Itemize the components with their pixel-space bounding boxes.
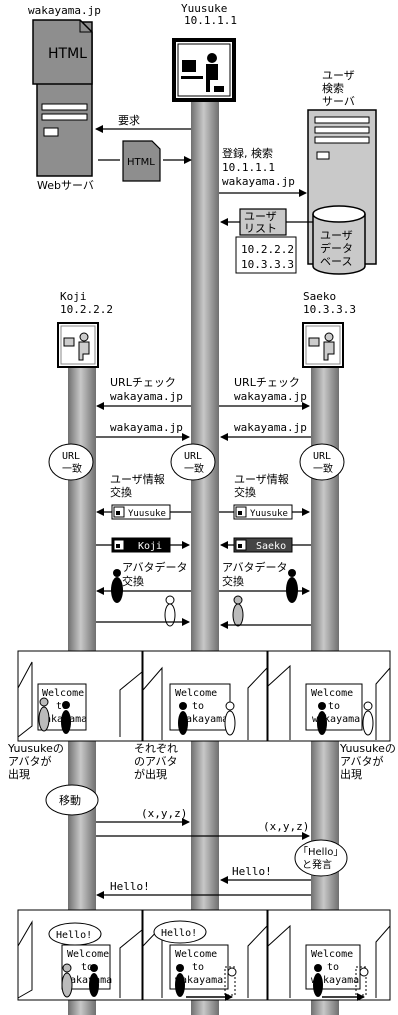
userinfo-left-l1: ユーザ情報 (110, 473, 165, 486)
xyz-label-2: (x,y,z) (263, 820, 309, 833)
avatar-right-l1: アバタデータ (222, 560, 288, 574)
webserver-doc-label: HTML (48, 46, 87, 62)
url-match-koji-l1: URL (62, 451, 80, 462)
ip-list-2: 10.3.3.3 (241, 258, 294, 271)
yuusuke-user-icon (174, 40, 234, 100)
card-yuusuke-left-text: Yuusuke (128, 509, 166, 519)
scene2-p1-welcome: Welcome (67, 949, 109, 960)
domain-left-1: wakayama.jp (110, 390, 183, 403)
card-yuusuke-left: Yuusuke (112, 505, 170, 519)
saeko-ip: 10.3.3.3 (303, 303, 356, 316)
domain-right-1: wakayama.jp (234, 390, 307, 403)
bubble-hello-2: Hello! (161, 928, 197, 939)
scene1-p3-to: to (328, 701, 340, 712)
cap-mid-l2: のアバタ (134, 755, 178, 768)
userinfo-right-l2: 交換 (234, 485, 256, 499)
request-label: 要求 (118, 114, 140, 127)
avatar-right-l2: 交換 (222, 574, 244, 588)
saeko-name: Saeko (303, 290, 336, 303)
domain-left-2: wakayama.jp (110, 421, 183, 434)
webserver-icon (33, 20, 92, 176)
avatar-dark-right (286, 569, 298, 603)
koji-ip: 10.2.2.2 (60, 303, 113, 316)
cap-mid-l3: が出現 (134, 767, 167, 781)
url-match-yuusuke-l1: URL (184, 451, 202, 462)
search-server-l3: サーバ (322, 95, 355, 108)
koji-user-icon (58, 323, 98, 367)
url-match-saeko: URL 一致 (300, 444, 344, 480)
register-l1: 登録, 検索 (222, 146, 273, 160)
userinfo-left-l2: 交換 (110, 485, 132, 499)
url-match-yuusuke: URL 一致 (171, 444, 215, 480)
speak-ellipse: 「Hello」 と発言 (295, 840, 347, 876)
url-match-koji-l2: 一致 (62, 462, 82, 475)
xyz-label-1: (x,y,z) (141, 807, 187, 820)
avatar-left-l1: アバタデータ (122, 560, 188, 574)
userinfo-right-l1: ユーザ情報 (234, 473, 289, 486)
move-label: 移動 (59, 793, 81, 807)
scene2-p2-welcome: Welcome (175, 949, 217, 960)
card-koji: Koji (112, 538, 170, 552)
search-server-l1: ユーザ (322, 69, 355, 82)
move-ellipse: 移動 (46, 785, 98, 815)
card-saeko-text: Saeko (256, 541, 286, 552)
scene2-p3-welcome: Welcome (311, 949, 353, 960)
cap-left-l2: アバタが (8, 754, 52, 768)
url-match-saeko-l1: URL (313, 451, 331, 462)
yuusuke-ip: 10.1.1.1 (184, 14, 237, 27)
speak-l1: 「Hello」 (298, 846, 343, 858)
domain-right-2: wakayama.jp (234, 421, 307, 434)
scene1-p1-welcome: Welcome (42, 688, 84, 699)
scene1-p3-welcome: Welcome (311, 688, 353, 699)
cap-left-l3: 出現 (8, 767, 30, 781)
scene1-p2-welcome: Welcome (175, 688, 217, 699)
scene1-p2-to: to (192, 701, 204, 712)
cap-right-l2: アバタが (340, 754, 384, 768)
url-match-koji: URL 一致 (49, 444, 93, 480)
hello-label-1: Hello! (232, 865, 272, 878)
url-match-saeko-l2: 一致 (313, 462, 333, 475)
card-koji-text: Koji (138, 541, 162, 552)
hello-label-2: Hello! (110, 880, 150, 893)
userlist-l2: リスト (244, 222, 277, 235)
register-l2: 10.1.1.1 (222, 161, 275, 174)
html-doc-label: HTML (127, 157, 155, 168)
scene2-p2-to: to (192, 962, 204, 973)
speak-l2: と発言 (302, 858, 332, 871)
register-l3: wakayama.jp (222, 175, 295, 188)
cap-right-l1: Yuusukeの (339, 742, 396, 755)
avatar-gray-right (233, 596, 243, 626)
db-l3: ベース (320, 255, 352, 268)
card-saeko: Saeko (234, 538, 292, 552)
avatar-left-l2: 交換 (122, 574, 144, 588)
db-l2: データ (320, 241, 353, 255)
saeko-user-icon (303, 323, 343, 367)
scene2-p3-to: to (327, 962, 339, 973)
cap-left-l1: Yuusukeの (7, 742, 64, 755)
webserver-label: Webサーバ (37, 179, 94, 192)
search-server-l2: 検索 (322, 81, 344, 95)
ip-list-1: 10.2.2.2 (241, 243, 294, 256)
cap-right-l3: 出現 (340, 767, 362, 781)
bubble-hello-1: Hello! (56, 930, 92, 941)
yuusuke-lifeline (191, 88, 219, 1015)
url-match-yuusuke-l2: 一致 (184, 462, 204, 475)
cap-mid-l1: それぞれ (134, 742, 178, 755)
url-check-left: URLチェック (110, 376, 176, 389)
webserver-host-label: wakayama.jp (28, 4, 101, 17)
url-check-right: URLチェック (234, 376, 300, 389)
db-l1: ユーザ (320, 229, 353, 242)
card-yuusuke-right-text: Yuusuke (250, 509, 288, 519)
card-yuusuke-right: Yuusuke (234, 505, 292, 519)
koji-name: Koji (60, 290, 87, 303)
